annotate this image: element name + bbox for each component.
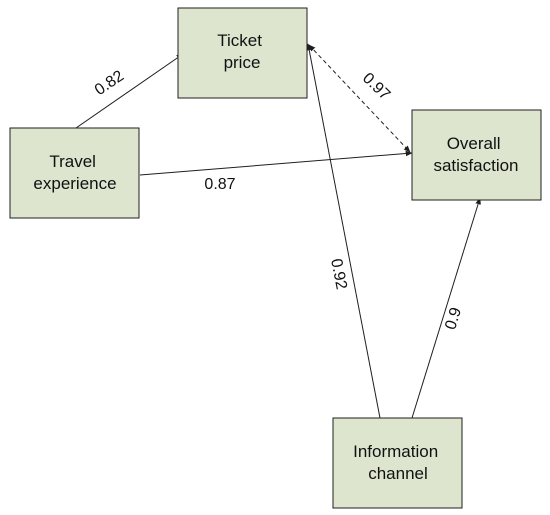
edge-line-info-to-overall [411,197,481,419]
edge-line-ticket-overall [308,44,411,153]
node-box-information-channel [332,417,463,509]
edge-ticket-overall: 0.97 [308,44,411,153]
node-information-channel: Information channel [332,417,463,509]
node-label-overall-satisfaction-line1: Overall [447,134,501,153]
edge-label-travel-to-overall: 0.87 [204,176,235,193]
node-label-travel-experience-line2: experience [33,174,116,193]
node-label-ticket-price: Ticket price [217,31,266,72]
node-box-travel-experience [9,127,140,219]
edge-travel-to-ticket: 0.82 [75,53,184,129]
node-label-information-channel-line1: Information [353,442,438,461]
edge-line-travel-to-ticket [75,53,184,129]
node-box-overall-satisfaction [411,109,542,201]
edge-label-info-to-overall: 0.9 [442,305,465,331]
node-travel-experience: Travel experience [9,127,140,219]
edge-label-travel-to-ticket: 0.82 [92,67,127,99]
edge-label-info-to-ticket: 0.92 [327,257,350,291]
edge-travel-to-overall: 0.87 [139,150,413,193]
node-label-ticket-price-line2: price [224,53,261,72]
node-box-ticket-price [177,7,308,99]
node-label-overall-satisfaction-line2: satisfaction [433,156,518,175]
node-label-overall-satisfaction: Overall satisfaction [433,134,518,175]
edge-info-to-ticket: 0.92 [306,43,381,419]
edge-line-info-to-ticket [306,43,381,419]
edge-line-travel-to-overall [139,150,413,176]
node-overall-satisfaction: Overall satisfaction [411,109,542,201]
node-label-information-channel: Information channel [353,442,443,483]
edge-info-to-overall: 0.9 [411,197,481,419]
node-label-ticket-price-line1: Ticket [217,31,262,50]
node-label-information-channel-line2: channel [368,464,428,483]
edge-label-ticket-overall: 0.97 [359,70,393,104]
node-ticket-price: Ticket price [177,7,308,99]
node-label-travel-experience: Travel experience [33,152,116,193]
node-label-travel-experience-line1: Travel [49,152,96,171]
